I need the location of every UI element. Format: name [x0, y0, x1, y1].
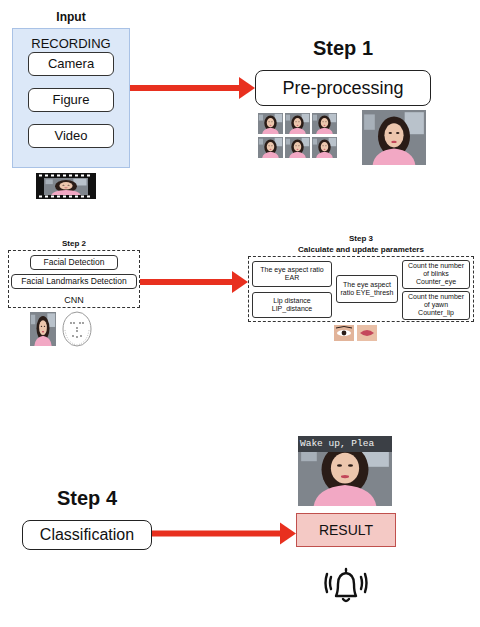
step-group: Step 2CNNFacial DetectionFacial Landmark… — [8, 250, 140, 308]
process-box: Step 1Pre-processing — [255, 70, 431, 106]
parameter-box: The eye aspect ratio EYE_thresh — [336, 275, 398, 303]
face-crop-and-landmarks — [30, 312, 91, 346]
film-strip — [36, 173, 96, 199]
section-title: Input — [56, 11, 85, 25]
processed-frame — [362, 110, 426, 165]
step-title: Step 2 — [62, 239, 86, 248]
parameter-label: Count the number of blinks Counter_eye — [403, 262, 469, 286]
process-label: Classification — [23, 526, 151, 544]
process-label: Pre-processing — [256, 78, 430, 99]
parameter-label: Count the number of yawn Counter_lip — [403, 293, 469, 317]
source-label: Video — [29, 129, 113, 144]
flow-arrow — [140, 271, 248, 293]
process-box: Step 4Classification — [22, 520, 152, 550]
parameter-label: The eye aspect ratio EYE_thresh — [337, 281, 397, 297]
overlay-text: Wake up, Plea — [300, 438, 390, 449]
frame-thumbnails — [258, 110, 426, 165]
parameter-label: The eye aspect ratio EAR — [253, 266, 331, 282]
source-label: Camera — [29, 57, 113, 72]
step-title: Step 4 — [57, 487, 117, 510]
input-panel: InputRECORDINGCameraFigureVideo — [12, 28, 130, 168]
flow-arrow — [152, 523, 296, 545]
arrow-shaft — [130, 85, 241, 91]
step-group: Step 3Calculate and update parametersThe… — [248, 256, 474, 322]
panel-heading: RECORDING — [13, 37, 129, 52]
step-title: Step 3 — [349, 234, 373, 243]
result-box: RESULT — [296, 513, 396, 547]
source-box: Camera — [28, 52, 114, 76]
arrow-shaft — [140, 279, 234, 285]
parameter-box: The eye aspect ratio EAR — [252, 261, 332, 287]
process-box: Facial Landmarks Detection — [11, 274, 137, 289]
process-box: Facial Detection — [30, 255, 118, 270]
process-label: Facial Detection — [31, 258, 117, 268]
film-frame — [44, 178, 88, 195]
arrow-shaft — [152, 531, 282, 537]
arrow-head — [280, 523, 296, 545]
arrow-head — [239, 77, 255, 99]
source-box: Video — [28, 124, 114, 148]
step-subtitle: Calculate and update parameters — [298, 245, 424, 254]
parameter-box: Count the number of yawn Counter_lip — [402, 291, 470, 320]
parameter-label: Lip distance LIP_distance — [253, 297, 331, 313]
parameter-box: Count the number of blinks Counter_eye — [402, 260, 470, 289]
parameter-box: Lip distance LIP_distance — [252, 292, 332, 318]
source-label: Figure — [29, 93, 113, 108]
alert-photo — [298, 436, 392, 506]
alarm-bell — [326, 569, 367, 601]
process-label: Facial Landmarks Detection — [12, 277, 136, 287]
source-box: Figure — [28, 88, 114, 112]
eye-and-lip-crops — [334, 325, 377, 341]
result-label: RESULT — [297, 522, 395, 538]
flow-arrow — [130, 77, 255, 99]
group-caption: CNN — [9, 295, 139, 305]
step-title: Step 1 — [313, 37, 373, 60]
arrow-head — [232, 271, 248, 293]
